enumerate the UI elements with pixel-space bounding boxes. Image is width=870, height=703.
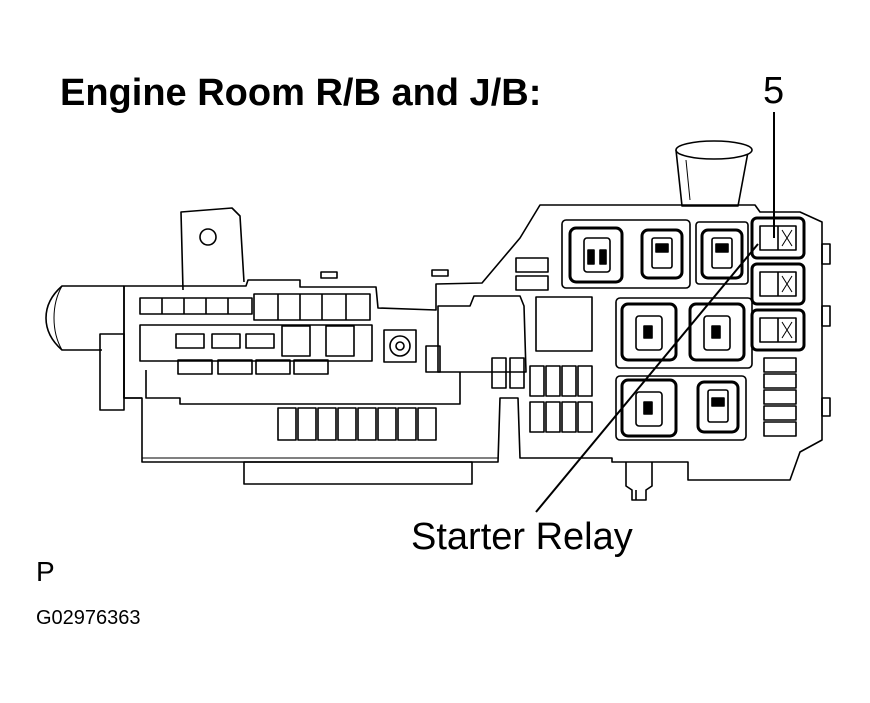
right-fuse-stack	[764, 358, 796, 436]
relay-mid-2	[690, 304, 744, 360]
housing-outline	[124, 205, 830, 484]
leader-lines	[536, 112, 774, 512]
relay-top-3	[696, 222, 748, 284]
top-cylinder	[676, 141, 752, 206]
mini-fuse-row-top	[140, 294, 370, 320]
lower-fuse-row	[278, 408, 436, 440]
mid-fuse-bank	[140, 325, 460, 404]
relay-bottom-2	[698, 382, 738, 432]
left-mount-bracket	[181, 208, 244, 290]
relay-top-1	[562, 220, 690, 288]
bottom-clip	[626, 462, 652, 500]
starter-relay	[752, 218, 804, 258]
large-fuses	[426, 258, 592, 372]
callout-number: 5	[763, 70, 785, 112]
callout-label: Starter Relay	[411, 516, 633, 558]
relay-top-2	[642, 230, 682, 278]
mini-fuse-grid	[492, 358, 592, 432]
relay-bottom-1	[616, 376, 746, 440]
diagram-title: Engine Room R/B and J/B:	[60, 72, 542, 114]
left-tube	[46, 286, 124, 410]
figure-id: G02976363	[36, 607, 141, 629]
round-terminal	[384, 330, 416, 362]
right-relay-3	[752, 310, 804, 350]
page-letter: P	[36, 556, 55, 587]
right-relay-2	[752, 264, 804, 304]
